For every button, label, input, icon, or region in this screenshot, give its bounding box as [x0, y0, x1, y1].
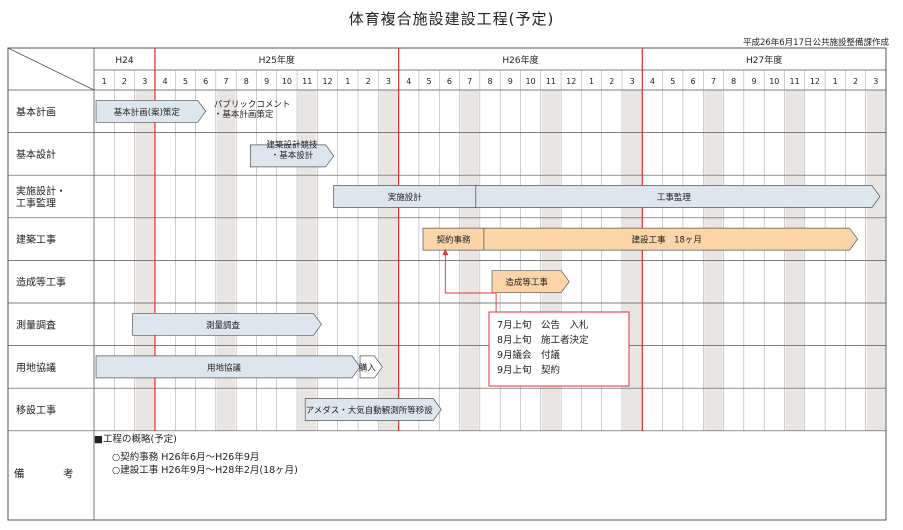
- month-label: 5: [427, 77, 432, 86]
- row-label: 実施設計・工事監理: [16, 185, 66, 210]
- month-label: 8: [731, 77, 736, 86]
- month-label: 7: [711, 77, 716, 86]
- month-label: 2: [609, 77, 614, 86]
- row-label: 基本計画: [16, 105, 56, 118]
- schedule-bar: [483, 227, 859, 251]
- bar-label: 用地協議: [207, 362, 242, 373]
- month-label: 8: [487, 77, 492, 86]
- month-label: 1: [589, 77, 594, 86]
- month-label: 9: [508, 77, 513, 86]
- month-label: 9: [751, 77, 756, 86]
- bar-label: アメダス・大気自動観測所等移設: [306, 405, 434, 416]
- month-label: 3: [142, 77, 147, 86]
- bar-label: 購入: [359, 362, 377, 373]
- month-label: 10: [769, 77, 779, 86]
- year-label: H24: [115, 56, 133, 66]
- bar-label: 建築設計競技・基本設計: [266, 140, 318, 161]
- callout-line: 7月上旬 公告 入札: [497, 319, 589, 331]
- year-label: H26年度: [502, 54, 538, 66]
- month-label: 5: [670, 77, 675, 86]
- month-label: 1: [345, 77, 350, 86]
- month-label: 12: [566, 77, 576, 86]
- month-label: 11: [546, 77, 556, 86]
- month-label: 11: [790, 77, 800, 86]
- year-label: H27年度: [746, 54, 782, 66]
- month-label: 11: [302, 77, 312, 86]
- bar-label: 基本計画(案)策定: [114, 107, 181, 118]
- month-label: 10: [526, 77, 536, 86]
- callout-line: 8月上旬 施工者決定: [497, 334, 589, 346]
- bar-label: 契約事務: [436, 235, 471, 246]
- bar-label: 測量調査: [206, 320, 241, 331]
- month-label: 4: [406, 77, 411, 86]
- month-label: 7: [467, 77, 472, 86]
- public-comment-note: パブリックコメント・基本計画策定: [214, 99, 291, 120]
- page-title: 体育複合施設建設工程(予定): [348, 10, 555, 28]
- row-label: 造成等工事: [16, 276, 66, 289]
- month-label: 6: [203, 77, 208, 86]
- schedule-bar: [95, 355, 361, 379]
- author-date: 平成26年6月17日公共施設整備課作成: [742, 38, 889, 48]
- callout-line: 9月議会 付議: [497, 349, 561, 361]
- month-label: 6: [691, 77, 696, 86]
- notes-block: ■工程の概略(予定) ○契約事務 H26年6月～H26年9月 ○建設工事 H26…: [94, 433, 298, 477]
- month-label: 3: [873, 77, 878, 86]
- bar-label: 実施設計: [388, 192, 423, 203]
- row-label: 建築工事: [16, 233, 56, 246]
- bar-label: 造成等工事: [505, 277, 548, 288]
- month-label: 10: [282, 77, 292, 86]
- schedule-bar: [95, 99, 207, 123]
- month-label: 6: [447, 77, 452, 86]
- month-label: 4: [650, 77, 655, 86]
- month-label: 3: [630, 77, 635, 86]
- schedule-bar: [132, 312, 322, 336]
- notes-heading: ■工程の概略(予定): [94, 434, 177, 445]
- schedule-bar: [359, 355, 383, 379]
- month-label: 2: [122, 77, 127, 86]
- month-label: 9: [264, 77, 269, 86]
- month-label: 4: [163, 77, 168, 86]
- schedule-bar: [250, 144, 335, 168]
- month-label: 2: [366, 77, 371, 86]
- row-label: 測量調査: [16, 318, 56, 331]
- month-label: 1: [102, 77, 107, 86]
- row-label: 用地協議: [16, 361, 56, 374]
- month-label: 7: [223, 77, 228, 86]
- bar-label: 建設工事 18ヶ月: [632, 235, 702, 246]
- callout-connector: [444, 249, 497, 312]
- month-label: 2: [853, 77, 858, 86]
- year-label: H25年度: [259, 54, 295, 66]
- month-label: 12: [322, 77, 332, 86]
- callout-line: 9月上旬 契約: [497, 364, 560, 376]
- month-label: 1: [833, 77, 838, 86]
- remarks-label: 備 考: [14, 468, 88, 480]
- schedule-bar: [491, 270, 570, 294]
- corner-diagonal: [7, 47, 95, 91]
- schedule-bar: [304, 398, 442, 421]
- month-label: 5: [183, 77, 188, 86]
- row-label: 移設工事: [16, 404, 56, 417]
- bar-label: 工事監理: [657, 192, 692, 203]
- schedule-bar: [475, 185, 881, 208]
- connector-arrowhead: [442, 249, 449, 256]
- month-label: 3: [386, 77, 391, 86]
- note-item-contract: ○契約事務 H26年6月～H26年9月: [112, 452, 260, 463]
- note-item-construction: ○建設工事 H26年9月～H28年2月(18ヶ月): [112, 465, 298, 476]
- month-label: 12: [810, 77, 820, 86]
- row-label: 基本設計: [16, 148, 56, 161]
- table-border: [7, 47, 887, 521]
- contract-schedule-callout: [488, 311, 630, 387]
- month-label: 8: [244, 77, 249, 86]
